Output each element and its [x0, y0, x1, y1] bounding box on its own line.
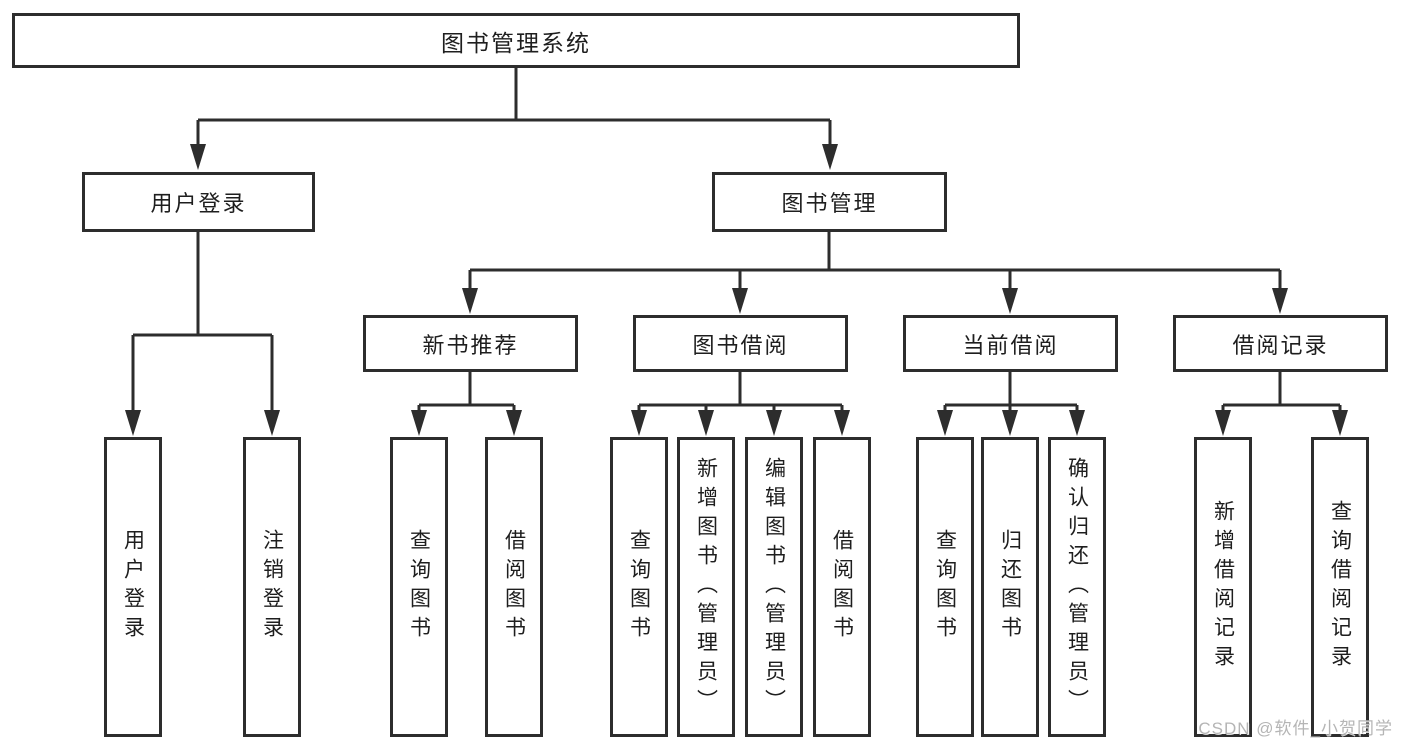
node-borrow-record: 借阅记录: [1173, 315, 1388, 372]
connector-borrow-record-children: [1215, 372, 1348, 436]
leaf-edit-book-admin: 编辑图书（管理员）: [745, 437, 803, 737]
node-user-login: 用户登录: [82, 172, 315, 232]
node-label: 借阅记录: [1232, 332, 1329, 358]
leaf-query-borrow-record: 查询借阅记录: [1311, 437, 1369, 737]
connector-user-login-children: [125, 232, 280, 436]
node-label: 新书推荐: [422, 332, 519, 358]
connector-new-book-children: [411, 372, 522, 436]
connector-book-management-to-level3: [462, 232, 1288, 314]
leaf-query-book-under-current-borrow: 查询图书: [916, 437, 974, 737]
leaf-label: 确认归还（管理员）: [1065, 456, 1089, 718]
csdn-watermark: CSDN @软件_小贺同学: [1198, 719, 1393, 738]
node-label: 用户登录: [150, 191, 247, 216]
leaf-label: 借阅图书: [502, 529, 526, 645]
leaf-borrow-book-under-new-book: 借阅图书: [485, 437, 543, 737]
connector-root-to-level2: [190, 68, 838, 170]
node-label: 当前借阅: [962, 332, 1059, 358]
leaf-add-borrow-record: 新增借阅记录: [1194, 437, 1252, 737]
leaf-label: 编辑图书（管理员）: [762, 456, 786, 718]
leaf-label: 注销登录: [260, 529, 284, 645]
leaf-return-book: 归还图书: [981, 437, 1039, 737]
leaf-label: 新增借阅记录: [1211, 500, 1235, 674]
leaf-add-book-admin: 新增图书（管理员）: [677, 437, 735, 737]
leaf-label: 查询借阅记录: [1328, 500, 1352, 674]
leaf-label: 查询图书: [933, 529, 957, 645]
connector-current-borrow-children: [937, 372, 1085, 436]
node-label: 图书借阅: [692, 332, 789, 358]
leaf-label: 新增图书（管理员）: [694, 456, 718, 718]
leaf-label: 借阅图书: [830, 529, 854, 645]
leaf-logout: 注销登录: [243, 437, 301, 737]
node-new-book-recommend: 新书推荐: [363, 315, 578, 372]
leaf-borrow-book-under-book-borrow: 借阅图书: [813, 437, 871, 737]
node-label: 图书管理系统: [441, 29, 591, 56]
leaf-label: 查询图书: [407, 529, 431, 645]
leaf-user-login: 用户登录: [104, 437, 162, 737]
node-book-borrow: 图书借阅: [633, 315, 848, 372]
leaf-label: 查询图书: [627, 529, 651, 645]
node-current-borrow: 当前借阅: [903, 315, 1118, 372]
node-book-management: 图书管理: [712, 172, 947, 232]
leaf-query-book-under-new-book: 查询图书: [390, 437, 448, 737]
leaf-query-book-under-book-borrow: 查询图书: [610, 437, 668, 737]
leaf-confirm-return-admin: 确认归还（管理员）: [1048, 437, 1106, 737]
connector-book-borrow-children: [631, 372, 850, 436]
leaf-label: 归还图书: [998, 529, 1022, 645]
node-library-management-system: 图书管理系统: [12, 13, 1020, 68]
node-label: 图书管理: [781, 191, 878, 216]
leaf-label: 用户登录: [121, 529, 145, 645]
